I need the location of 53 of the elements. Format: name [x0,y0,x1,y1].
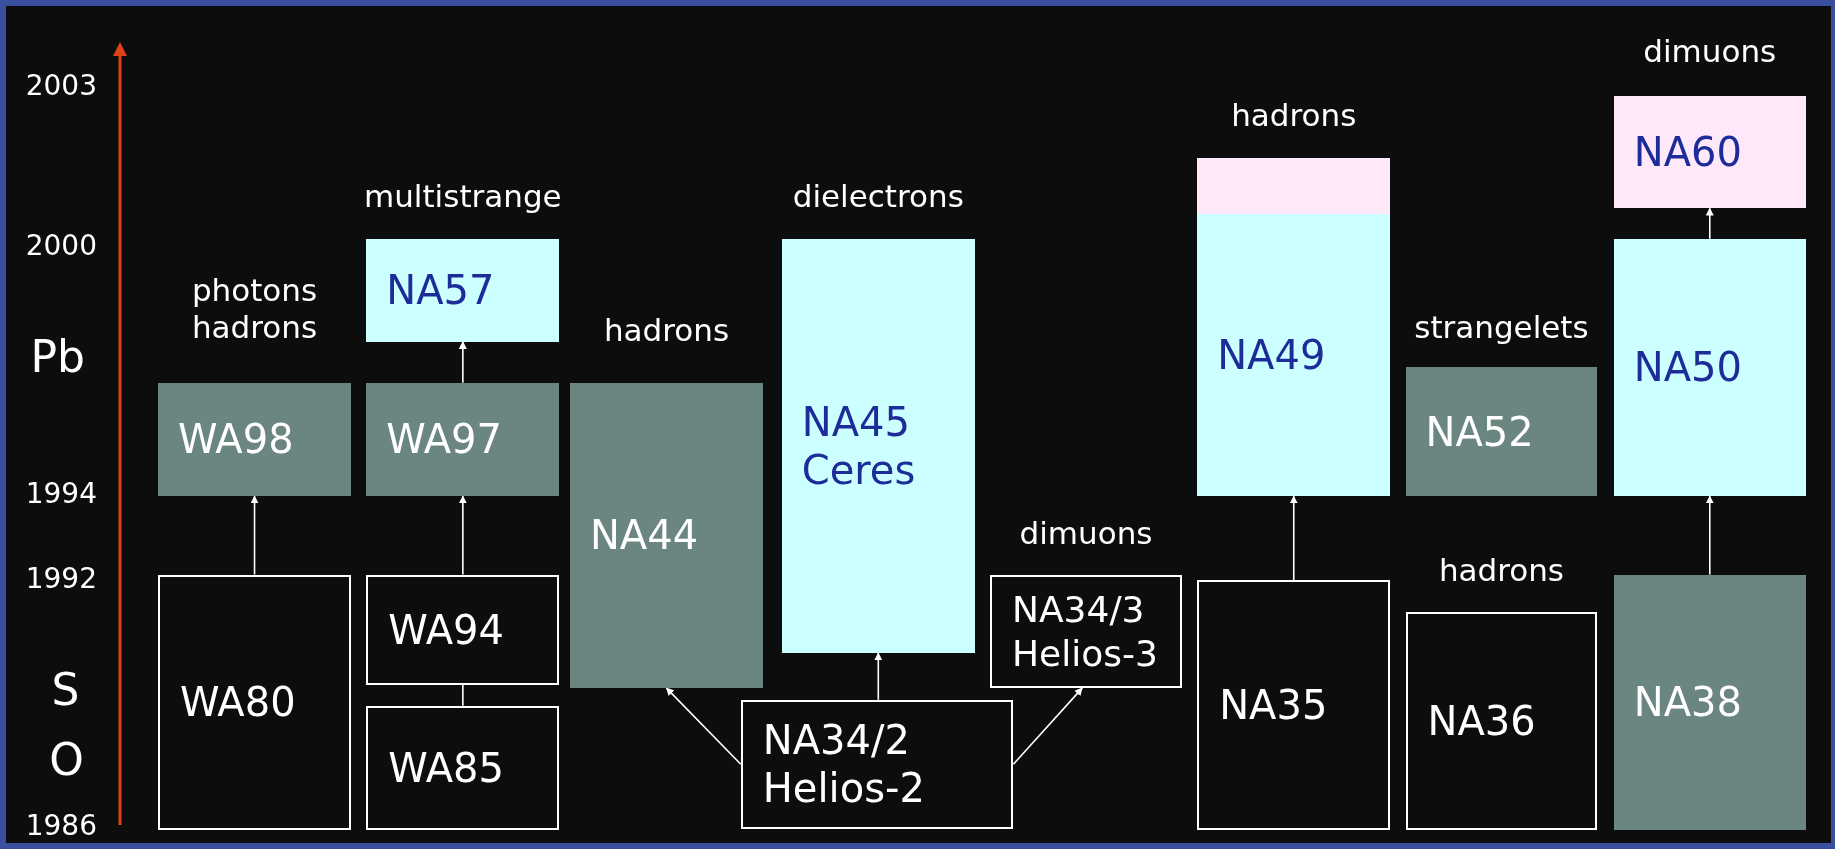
arrow [458,495,467,576]
year-label: 1994 [25,477,97,511]
physics-topic-heading: strangelets [1413,308,1590,347]
experiment-name: NA45 Ceres [800,397,917,494]
experiment-box [1613,574,1806,830]
physics-topic-heading: hadrons [1437,552,1566,590]
experiment-name: WA98 [177,415,295,464]
experiment-name: NA60 [1632,128,1743,177]
physics-topic-heading: hadrons [1230,97,1358,135]
experiment-name: WA85 [387,743,505,792]
extension-bar [1197,158,1391,215]
arrow [1705,207,1714,240]
experiment-name: NA34/2 Helios-2 [761,716,926,813]
experiment-box [158,574,352,830]
arrow [874,652,883,701]
year-label: 1986 [25,809,97,843]
experiment-name: WA97 [385,415,503,464]
arrow [1012,687,1083,765]
experiment-box [1197,580,1391,830]
arrow [1289,495,1298,582]
physics-topic-heading: dimuons [1642,32,1778,70]
physics-topic-heading: dielectrons [791,177,965,216]
experiment-name: WA94 [387,605,505,654]
experiment-box [366,574,560,685]
experiment-name: NA35 [1218,681,1329,730]
experiment-name: NA38 [1632,678,1743,727]
beam-species-label: S [51,664,80,716]
experiment-name: NA36 [1426,696,1537,745]
physics-topic-heading: photons hadrons [190,271,319,346]
arrow [250,495,259,576]
experiment-box [366,382,560,497]
arrow [458,340,467,384]
connector-line [462,683,464,707]
year-label: 2003 [25,68,97,102]
physics-topic-heading: multistrange [363,177,563,216]
experiment-box [740,699,1014,829]
year-label: 1992 [25,562,97,596]
year-label: 2000 [25,228,97,262]
experiment-name: NA34/3 Helios-3 [1011,588,1159,675]
experiment-name: NA50 [1632,343,1743,392]
experiment-name: NA44 [588,511,700,560]
beam-species-label: Pb [30,330,85,382]
experiment-box [366,705,560,830]
beam-species-label: O [49,734,84,786]
experiment-name: NA49 [1216,331,1327,380]
experiment-name: WA80 [179,678,297,727]
physics-topic-heading: dimuons [1018,514,1154,552]
experiment-name: NA57 [385,266,496,315]
physics-topic-heading: hadrons [602,312,731,350]
arrow [1705,495,1714,576]
experiment-name: NA52 [1424,407,1535,456]
arrow [665,687,742,765]
experiment-box [1613,238,1806,497]
